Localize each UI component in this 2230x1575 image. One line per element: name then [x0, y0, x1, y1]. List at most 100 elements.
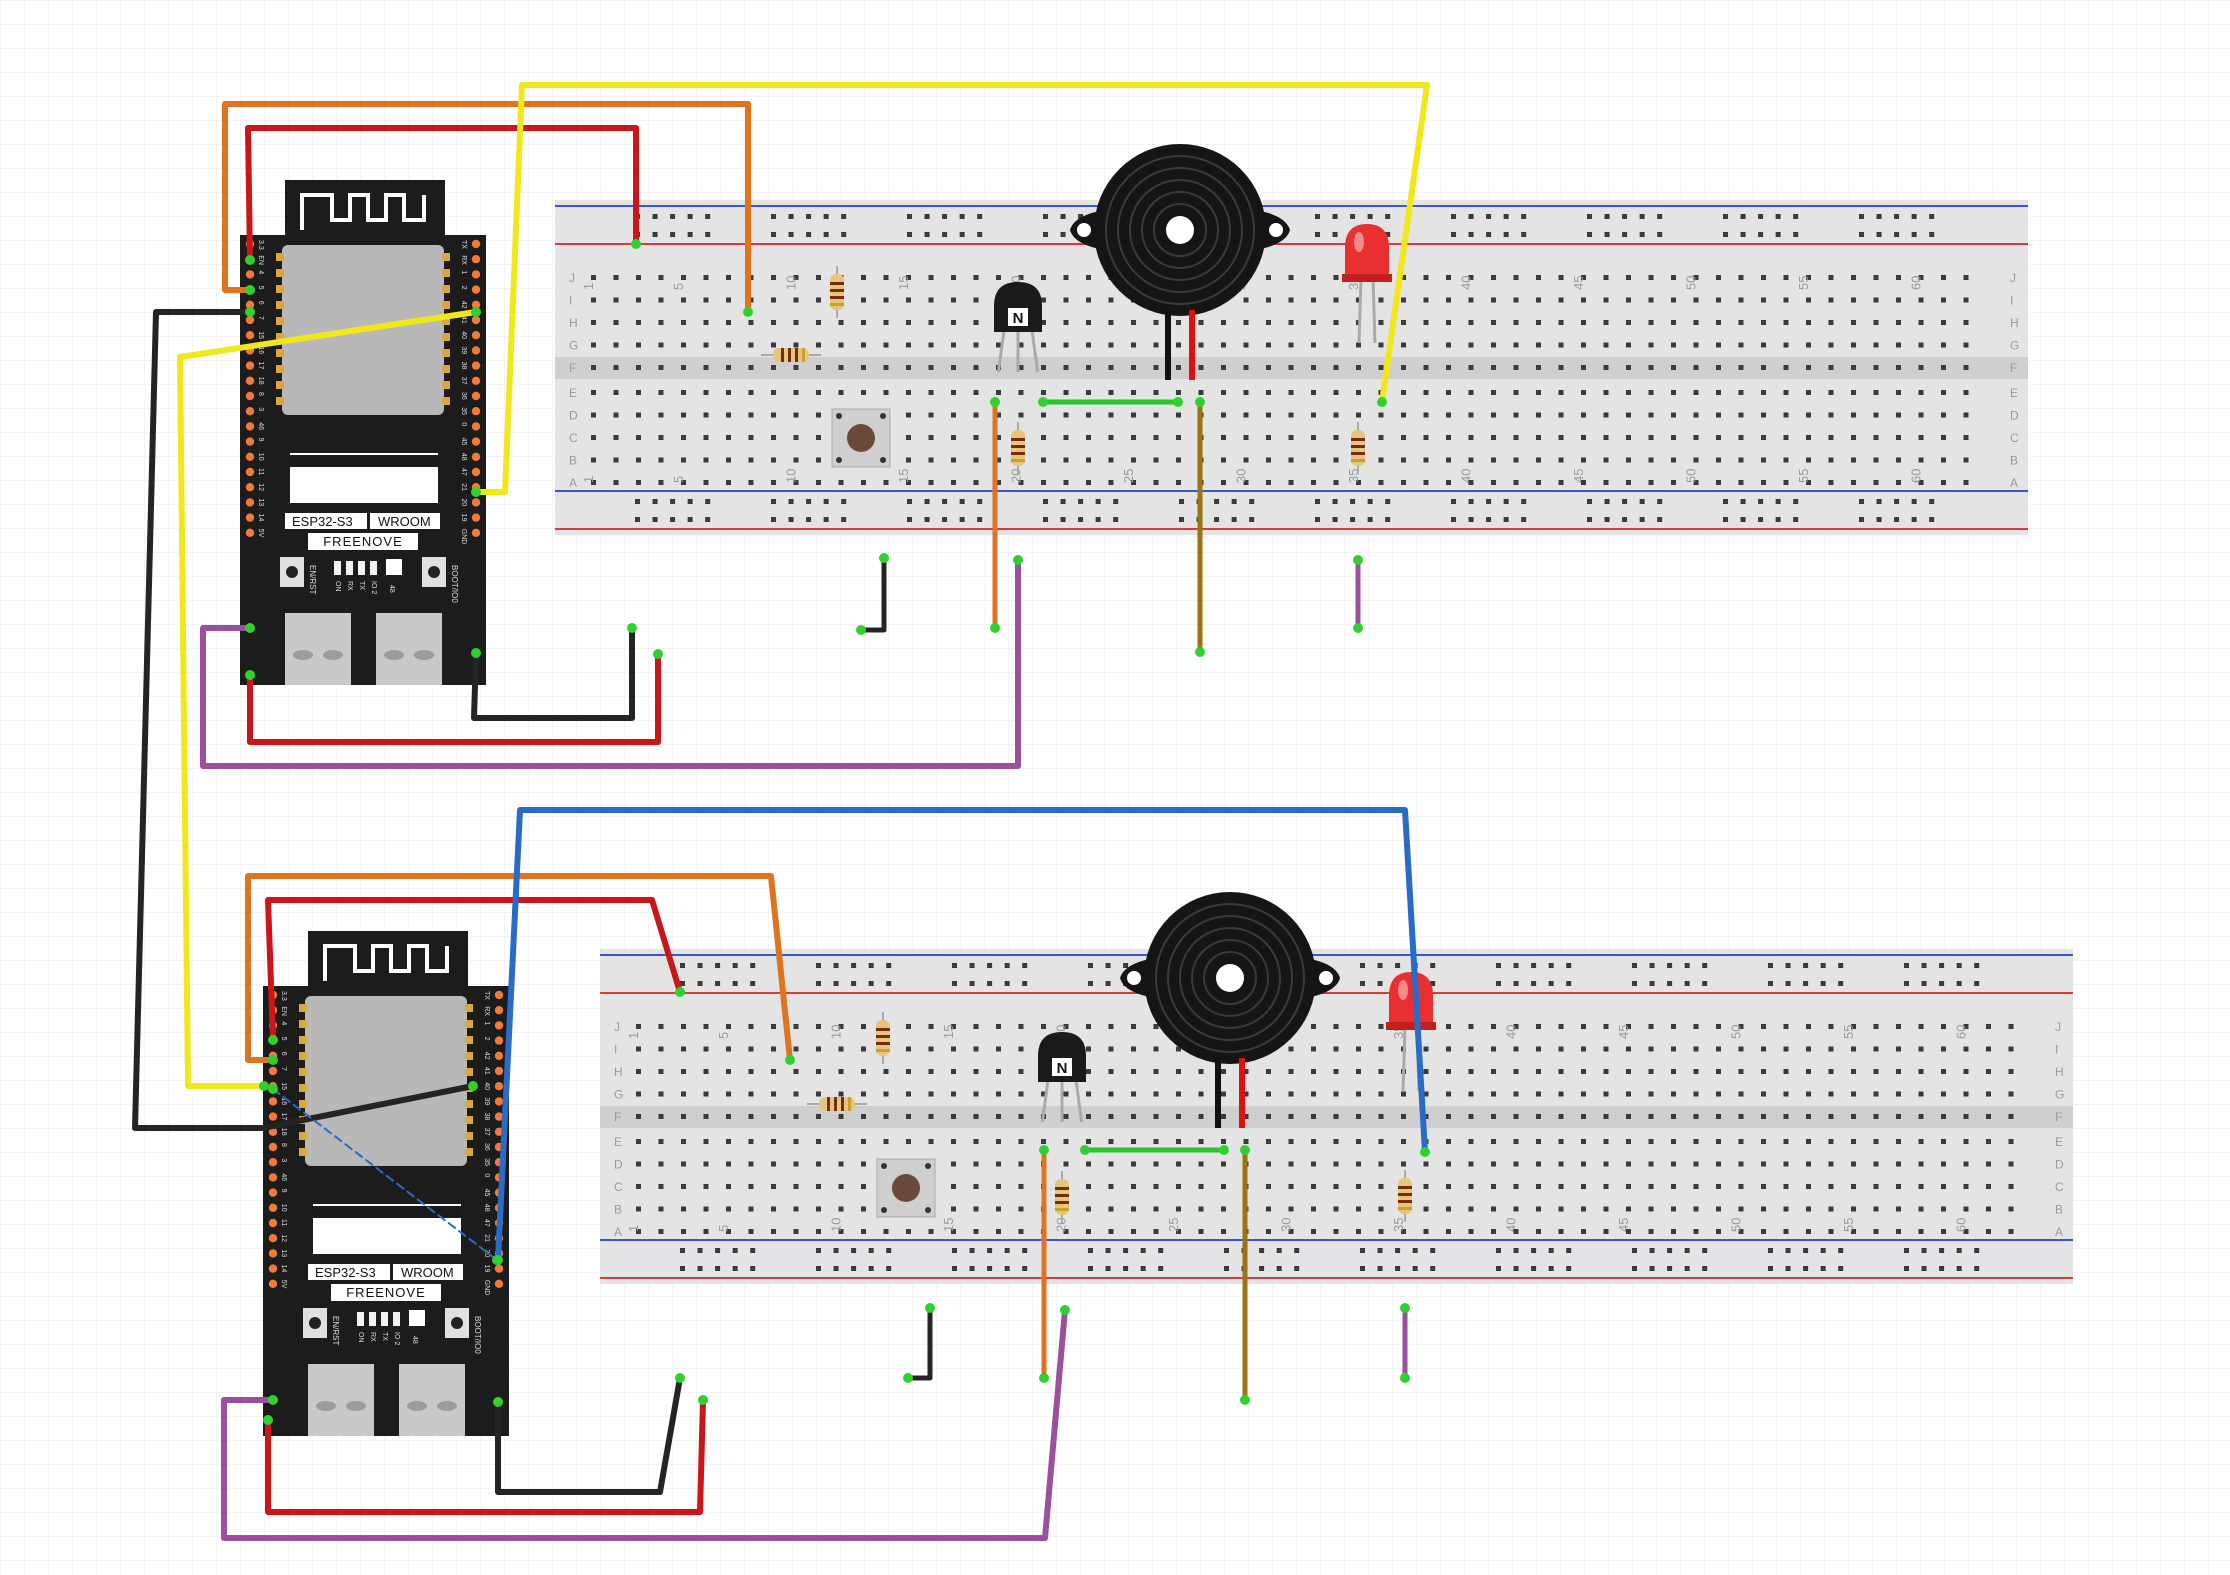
terminal-hole[interactable]	[1131, 320, 1136, 325]
rail-hole[interactable]	[1004, 981, 1010, 986]
rail-hole[interactable]	[1377, 1248, 1383, 1253]
rail-hole[interactable]	[1513, 1266, 1519, 1271]
terminal-hole[interactable]	[1108, 435, 1114, 440]
terminal-hole[interactable]	[1603, 1206, 1609, 1212]
terminal-hole[interactable]	[771, 320, 776, 325]
terminal-hole[interactable]	[973, 275, 979, 280]
terminal-hole[interactable]	[1378, 320, 1384, 325]
terminal-hole[interactable]	[973, 1069, 979, 1074]
pin-hole[interactable]	[245, 391, 255, 401]
terminal-hole[interactable]	[771, 1184, 776, 1189]
terminal-hole[interactable]	[1851, 297, 1856, 303]
terminal-hole[interactable]	[1288, 1046, 1294, 1052]
terminal-hole[interactable]	[861, 365, 866, 370]
wire-purple-bottom[interactable]	[221, 1307, 1068, 1541]
terminal-hole[interactable]	[1311, 342, 1316, 348]
rail-hole[interactable]	[952, 1266, 957, 1271]
rail-hole[interactable]	[715, 963, 721, 968]
terminal-hole[interactable]	[1153, 320, 1159, 325]
rail-hole[interactable]	[1531, 981, 1537, 986]
rail-hole[interactable]	[1911, 517, 1917, 522]
terminal-hole[interactable]	[1288, 1069, 1294, 1074]
pin-hole[interactable]	[268, 1142, 278, 1152]
terminal-hole[interactable]	[1738, 1206, 1744, 1212]
terminal-hole[interactable]	[1783, 1206, 1789, 1212]
terminal-hole[interactable]	[1536, 1091, 1541, 1097]
terminal-hole[interactable]	[1828, 342, 1834, 348]
terminal-hole[interactable]	[951, 275, 956, 280]
terminal-hole[interactable]	[1333, 412, 1339, 418]
terminal-hole[interactable]	[793, 480, 799, 485]
terminal-hole[interactable]	[1266, 1114, 1271, 1119]
rail-hole[interactable]	[1956, 1266, 1962, 1271]
rail-hole[interactable]	[1385, 499, 1391, 504]
terminal-hole[interactable]	[1086, 275, 1091, 280]
terminal-hole[interactable]	[1491, 480, 1496, 485]
rail-hole[interactable]	[1974, 963, 1980, 968]
terminal-hole[interactable]	[1378, 1024, 1384, 1029]
terminal-hole[interactable]	[1288, 390, 1294, 395]
rail-hole[interactable]	[1820, 1248, 1826, 1253]
terminal-hole[interactable]	[1783, 1091, 1789, 1097]
terminal-hole[interactable]	[613, 365, 619, 370]
rail-hole[interactable]	[1604, 517, 1610, 522]
terminal-hole[interactable]	[1896, 435, 1901, 440]
terminal-hole[interactable]	[1716, 365, 1721, 370]
terminal-hole[interactable]	[1806, 412, 1811, 418]
terminal-hole[interactable]	[1693, 342, 1699, 348]
terminal-hole[interactable]	[1603, 1046, 1609, 1052]
rail-hole[interactable]	[959, 232, 965, 237]
terminal-hole[interactable]	[1131, 390, 1136, 395]
terminal-hole[interactable]	[1851, 1229, 1856, 1234]
terminal-hole[interactable]	[1671, 390, 1676, 395]
terminal-hole[interactable]	[1401, 1139, 1406, 1144]
terminal-hole[interactable]	[1198, 1206, 1204, 1212]
terminal-hole[interactable]	[1018, 1184, 1024, 1189]
rail-hole[interactable]	[1004, 1266, 1010, 1271]
rail-hole[interactable]	[652, 232, 658, 237]
terminal-hole[interactable]	[748, 1206, 754, 1212]
terminal-hole[interactable]	[1176, 412, 1181, 418]
terminal-hole[interactable]	[703, 297, 709, 303]
rail-hole[interactable]	[652, 499, 658, 504]
terminal-hole[interactable]	[2008, 1091, 2014, 1097]
pin-hole[interactable]	[494, 990, 504, 1000]
terminal-hole[interactable]	[1288, 1091, 1294, 1097]
push-button-top[interactable]	[831, 408, 891, 468]
terminal-hole[interactable]	[1513, 435, 1519, 440]
rail-hole[interactable]	[823, 517, 829, 522]
terminal-hole[interactable]	[1603, 457, 1609, 463]
terminal-hole[interactable]	[1288, 435, 1294, 440]
rail-hole[interactable]	[1004, 1248, 1010, 1253]
terminal-hole[interactable]	[816, 435, 821, 440]
terminal-hole[interactable]	[928, 390, 934, 395]
terminal-hole[interactable]	[1288, 320, 1294, 325]
terminal-hole[interactable]	[1986, 1161, 1991, 1167]
terminal-hole[interactable]	[1468, 412, 1474, 418]
terminal-hole[interactable]	[1896, 1114, 1901, 1119]
terminal-hole[interactable]	[1648, 297, 1654, 303]
rail-hole[interactable]	[652, 517, 658, 522]
terminal-hole[interactable]	[1378, 1091, 1384, 1097]
terminal-hole[interactable]	[1356, 342, 1361, 348]
terminal-hole[interactable]	[1828, 457, 1834, 463]
terminal-hole[interactable]	[1356, 1161, 1361, 1167]
rail-hole[interactable]	[868, 963, 874, 968]
terminal-hole[interactable]	[1806, 342, 1811, 348]
terminal-hole[interactable]	[1108, 1069, 1114, 1074]
terminal-hole[interactable]	[1671, 480, 1676, 485]
rail-hole[interactable]	[1667, 981, 1673, 986]
terminal-hole[interactable]	[1198, 1069, 1204, 1074]
terminal-hole[interactable]	[1401, 1114, 1406, 1119]
terminal-hole[interactable]	[1986, 1184, 1991, 1189]
terminal-hole[interactable]	[1918, 1114, 1924, 1119]
terminal-hole[interactable]	[1918, 365, 1924, 370]
terminal-hole[interactable]	[1153, 1024, 1159, 1029]
terminal-hole[interactable]	[591, 275, 596, 280]
terminal-hole[interactable]	[1311, 1091, 1316, 1097]
terminal-hole[interactable]	[748, 1069, 754, 1074]
terminal-hole[interactable]	[1783, 365, 1789, 370]
terminal-hole[interactable]	[703, 1161, 709, 1167]
terminal-hole[interactable]	[1176, 390, 1181, 395]
terminal-hole[interactable]	[1446, 390, 1451, 395]
